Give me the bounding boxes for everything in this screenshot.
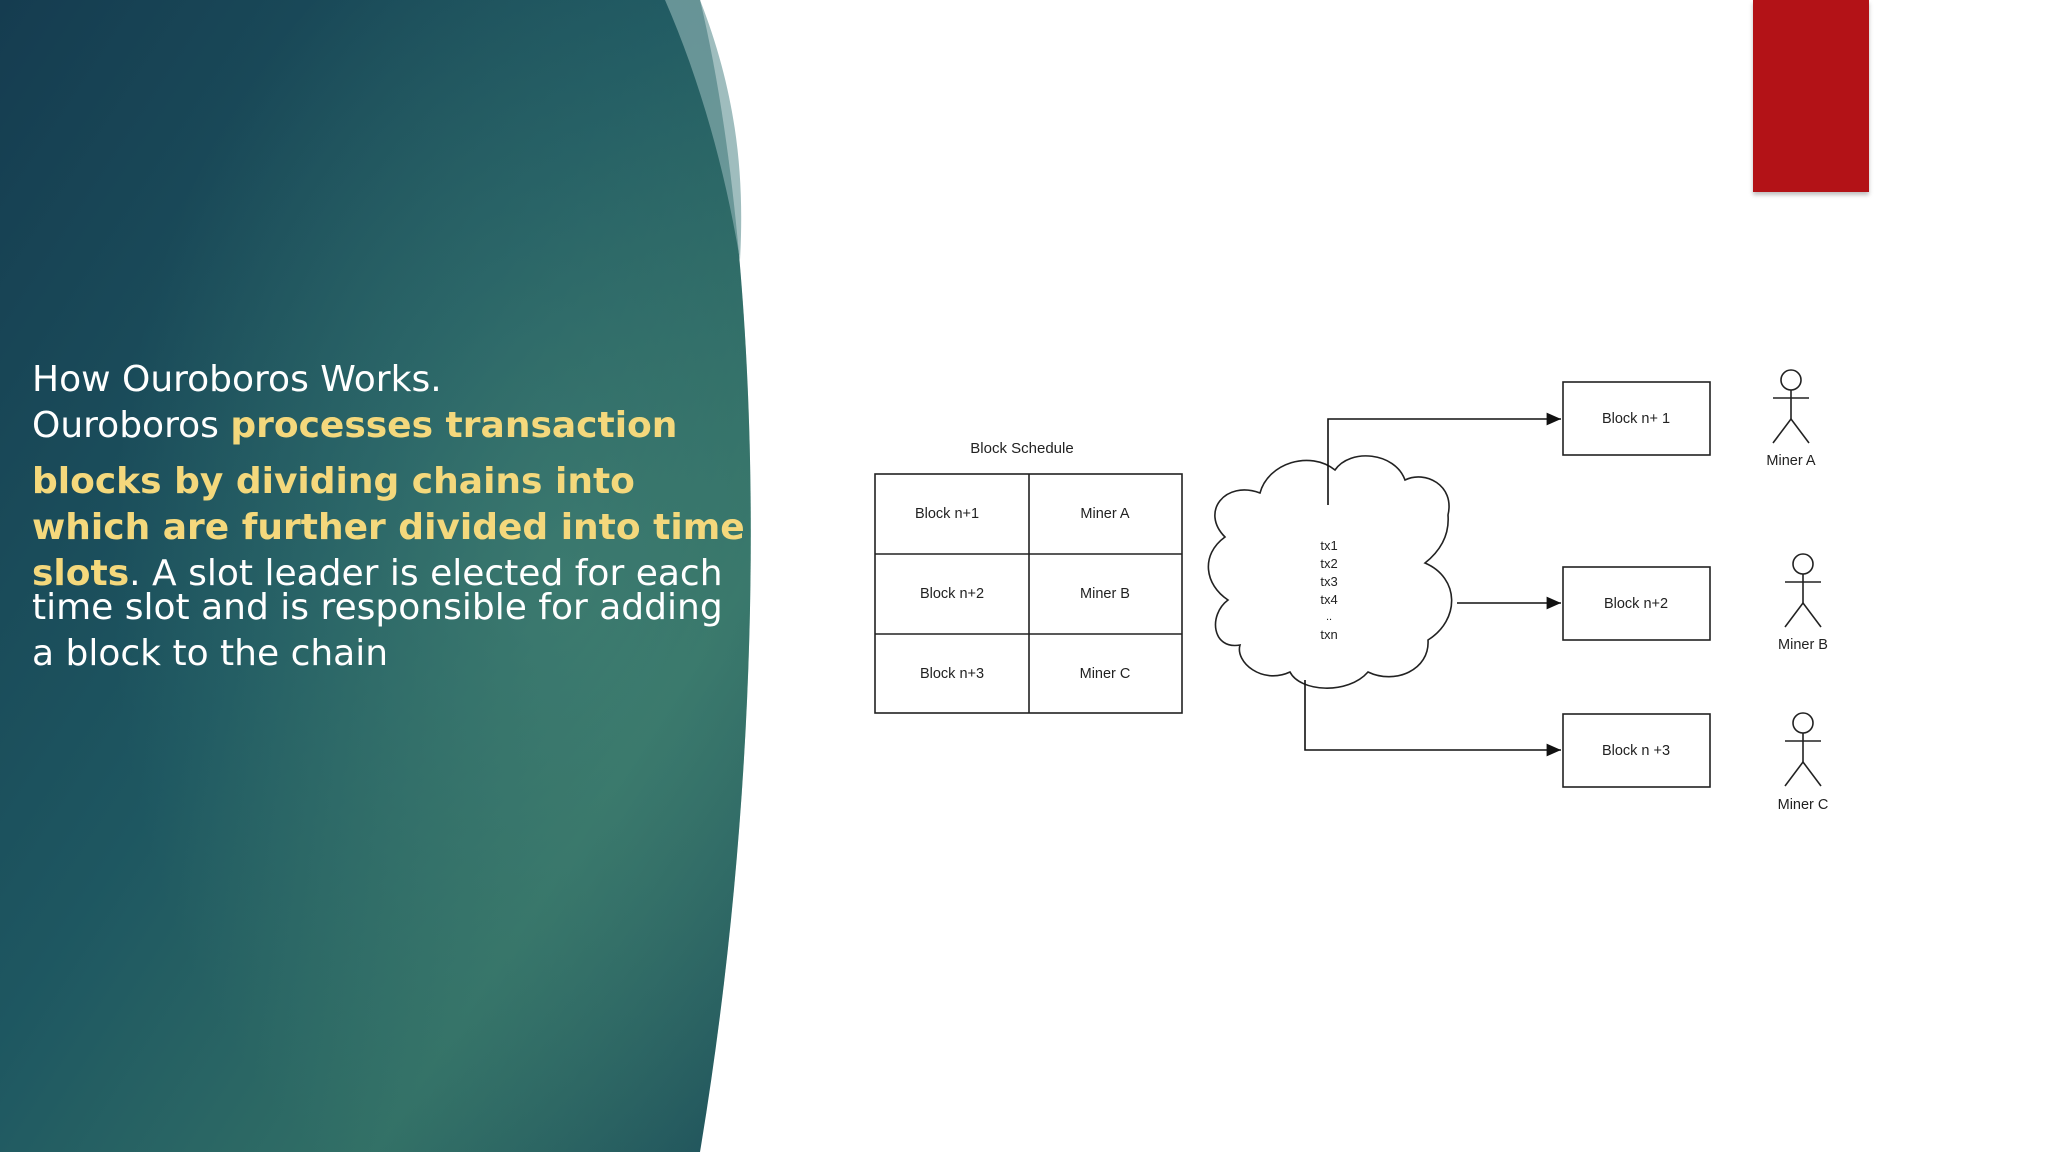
miner-b-figure xyxy=(1784,553,1822,628)
output-block-label: Block n+2 xyxy=(1604,596,1668,612)
transaction-pool-cloud xyxy=(1207,455,1453,689)
miner-a-figure xyxy=(1772,369,1810,444)
output-block-box xyxy=(1562,381,1711,456)
block-schedule-table xyxy=(874,473,1183,714)
output-block-box xyxy=(1562,713,1711,788)
miner-label: Miner B xyxy=(1778,637,1828,653)
text-line-3: blocks by dividing chains into xyxy=(32,461,635,502)
text-line-1: How Ouroboros Works. xyxy=(32,359,442,400)
tx-item: tx3 xyxy=(1320,574,1337,589)
panel-edge-highlight xyxy=(665,0,742,260)
tx-item: tx1 xyxy=(1320,538,1337,553)
miner-label: Miner C xyxy=(1778,797,1829,813)
schedule-title: Block Schedule xyxy=(970,440,1073,457)
connector-arrows xyxy=(1304,412,1561,757)
output-block-box xyxy=(1562,566,1711,641)
tx-item: .. xyxy=(1326,611,1332,623)
schedule-block-cell: Block n+2 xyxy=(920,586,984,602)
miner-label: Miner A xyxy=(1766,453,1815,469)
tx-item: txn xyxy=(1320,627,1337,642)
slide-body-text: How Ouroboros Works. Ouroboros processes… xyxy=(32,357,745,677)
text-line-6: time slot and is responsible for adding xyxy=(32,587,723,628)
text-line-7: a block to the chain xyxy=(32,633,389,674)
output-block-label: Block n+ 1 xyxy=(1602,411,1670,427)
schedule-miner-cell: Miner A xyxy=(1080,506,1129,522)
tx-item: tx2 xyxy=(1320,556,1337,571)
schedule-block-cell: Block n+3 xyxy=(920,666,984,682)
schedule-block-cell: Block n+1 xyxy=(915,506,979,522)
output-block-label: Block n +3 xyxy=(1602,743,1670,759)
text-line-4: which are further divided into time xyxy=(32,507,745,548)
text-line-5: slots. A slot leader is elected for each xyxy=(32,553,723,594)
schedule-miner-cell: Miner B xyxy=(1080,586,1130,602)
accent-tab xyxy=(1753,0,1869,192)
miner-c-figure xyxy=(1784,712,1822,787)
text-line-2: Ouroboros processes transaction xyxy=(32,405,678,446)
schedule-miner-cell: Miner C xyxy=(1080,666,1131,682)
tx-item: tx4 xyxy=(1320,592,1337,607)
